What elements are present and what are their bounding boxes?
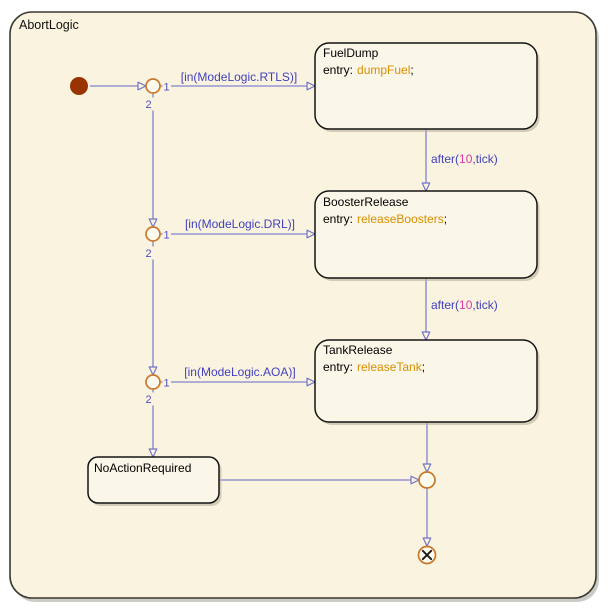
transition-tank-to-junction[interactable]	[422, 422, 432, 473]
transition-port-label: 1	[164, 378, 170, 390]
junction-2[interactable]	[145, 226, 161, 242]
transition-junction3-else[interactable]: 2	[142, 389, 158, 458]
state-boosterrelease[interactable]: BoosterRelease entry:releaseBoosters;	[314, 190, 540, 281]
initial-transition-dot[interactable]	[70, 77, 88, 95]
transition-junction2-else[interactable]: 2	[142, 241, 158, 376]
state-title: NoActionRequired	[94, 461, 191, 475]
port-label-bg	[142, 246, 155, 260]
arrowhead-icon	[148, 366, 158, 376]
transition-default[interactable]	[70, 77, 147, 95]
transition-condition-label[interactable]: [in(ModeLogic.RTLS)]	[181, 70, 298, 84]
arrowhead-icon	[137, 81, 147, 91]
state-box[interactable]	[314, 190, 538, 279]
transition-condition-label[interactable]: [in(ModeLogic.AOA)]	[184, 365, 295, 379]
transition-drl[interactable]: 1 [in(ModeLogic.DRL)]	[160, 217, 316, 242]
transition-aoa[interactable]: 1 [in(ModeLogic.AOA)]	[160, 365, 316, 390]
state-noactionrequired[interactable]: NoActionRequired	[87, 456, 222, 506]
state-fueldump[interactable]: FuelDump entry:dumpFuel;	[314, 42, 540, 132]
state-box[interactable]	[87, 456, 220, 504]
arrowhead-icon	[306, 377, 316, 387]
junction-1[interactable]	[145, 78, 161, 94]
terminal-junction[interactable]	[417, 545, 437, 565]
transition-port-label: 1	[164, 82, 170, 94]
transition-condition-label[interactable]: [in(ModeLogic.DRL)]	[185, 217, 295, 231]
arrowhead-icon	[410, 475, 420, 485]
chart-container[interactable]	[9, 11, 597, 599]
state-title: FuelDump	[323, 46, 379, 60]
transition-after-boosterrelease[interactable]: after(10,tick)	[421, 278, 498, 341]
state-box[interactable]	[314, 42, 538, 130]
arrowhead-icon	[422, 537, 432, 547]
transition-after-fueldump[interactable]: after(10,tick)	[421, 129, 498, 192]
port-label-bg	[142, 97, 155, 111]
transition-junction-to-terminal[interactable]	[422, 488, 432, 547]
terminal-x-icon	[421, 549, 433, 561]
transition-port-label: 2	[145, 99, 151, 111]
port-label-bg	[142, 392, 155, 406]
transition-noaction-to-junction[interactable]	[219, 475, 420, 485]
state-title: TankRelease	[323, 343, 393, 357]
state-entry-action: entry:releaseTank;	[323, 360, 425, 374]
transition-rtls[interactable]: 1 [in(ModeLogic.RTLS)]	[160, 70, 316, 94]
chart-title: AbortLogic	[19, 18, 79, 32]
arrowhead-icon	[306, 81, 316, 91]
state-tankrelease[interactable]: TankRelease entry:releaseTank;	[314, 339, 540, 425]
transition-port-label: 2	[145, 394, 151, 406]
arrowhead-icon	[422, 463, 432, 473]
junction-4[interactable]	[418, 471, 436, 489]
arrowhead-icon	[306, 229, 316, 239]
state-entry-action: entry:releaseBoosters;	[323, 212, 447, 226]
state-box[interactable]	[314, 339, 538, 423]
transition-junction1-else[interactable]: 2	[142, 93, 158, 228]
state-title: BoosterRelease	[323, 195, 409, 209]
arrowhead-icon	[421, 331, 431, 341]
state-entry-action: entry:dumpFuel;	[323, 63, 414, 77]
junction-3[interactable]	[145, 374, 161, 390]
arrowhead-icon	[148, 218, 158, 228]
arrowhead-icon	[148, 448, 158, 458]
transition-port-label: 1	[164, 230, 170, 242]
arrowhead-icon	[421, 182, 431, 192]
transition-event-label[interactable]: after(10,tick)	[431, 298, 498, 312]
transition-event-label[interactable]: after(10,tick)	[431, 152, 498, 166]
transition-port-label: 2	[145, 248, 151, 260]
